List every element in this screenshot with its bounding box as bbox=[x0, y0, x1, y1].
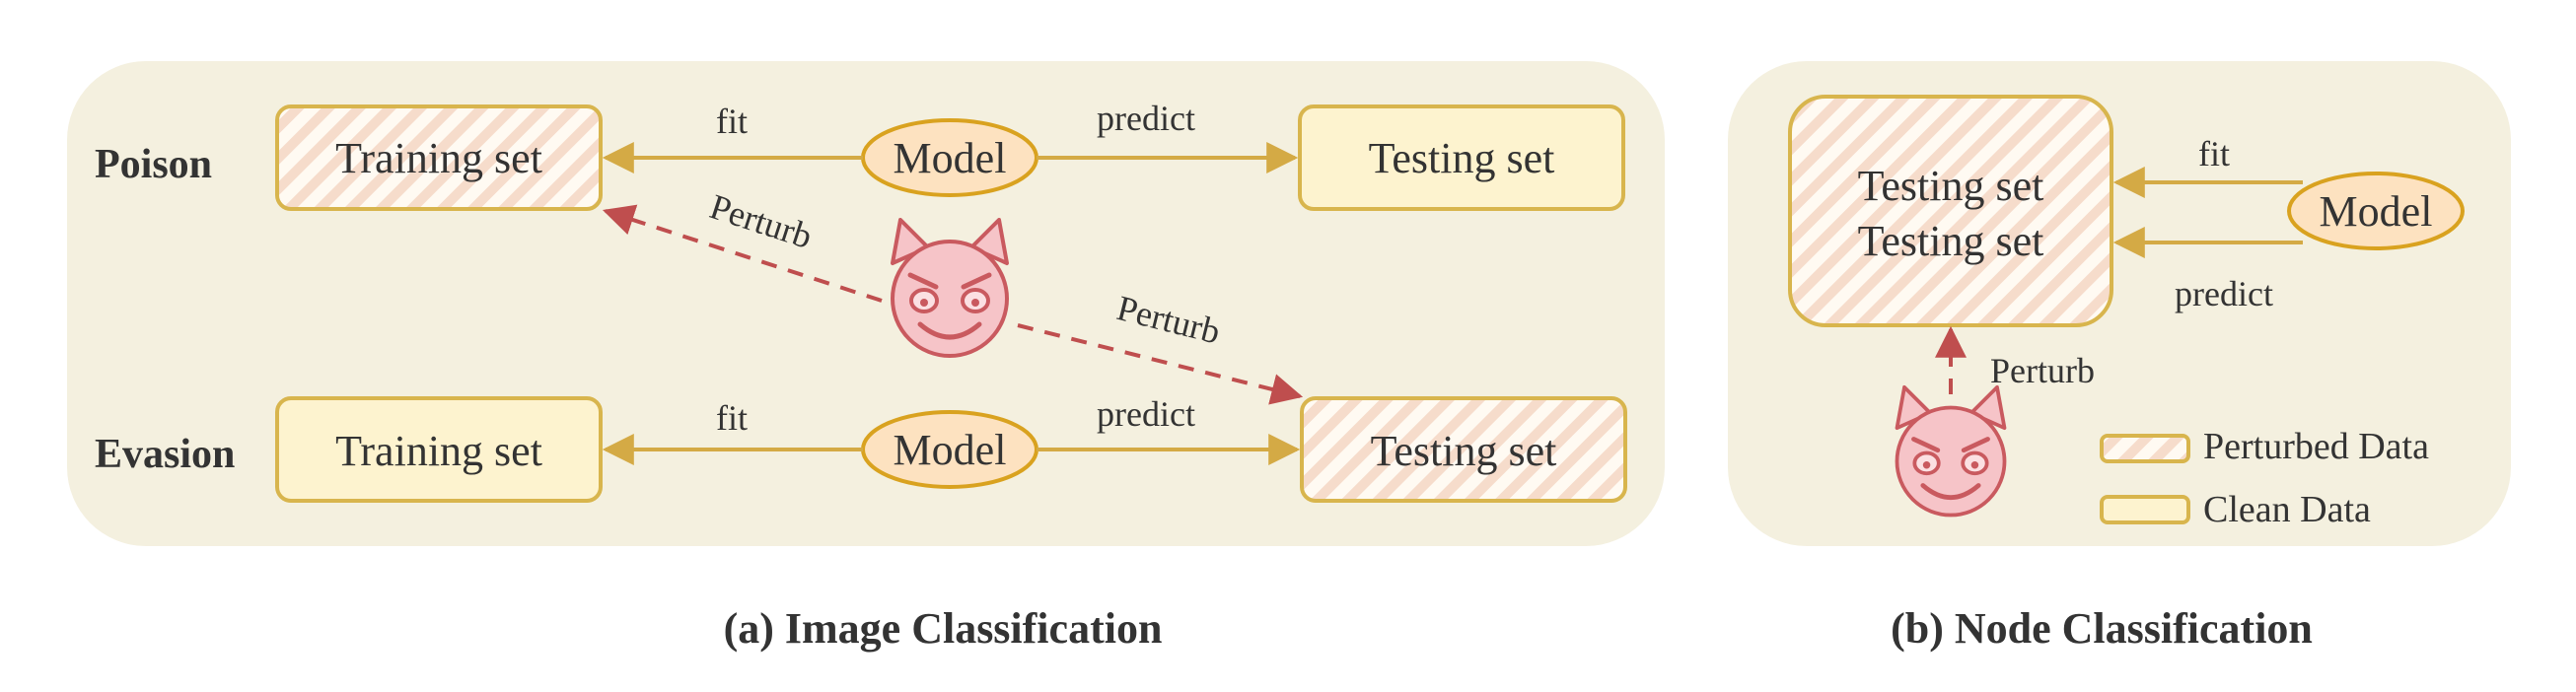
poison-model-label: Model bbox=[894, 134, 1007, 182]
poison-testing-set-label: Testing set bbox=[1369, 134, 1555, 182]
evasion-testing-set-box bbox=[1300, 396, 1627, 503]
evasion-fit-label: fit bbox=[716, 398, 748, 438]
perturb-arrow-to-testing bbox=[1017, 323, 1304, 405]
evasion-predict-label: predict bbox=[1097, 394, 1195, 434]
evasion-training-set-box bbox=[275, 396, 603, 503]
poison-training-set-label: Training set bbox=[335, 134, 542, 182]
node-testing-set-line1: Testing set bbox=[1858, 162, 2044, 210]
evasion-training-set-label: Training set bbox=[335, 427, 542, 475]
poison-predict-label: predict bbox=[1097, 99, 1195, 138]
poison-fit-label: fit bbox=[716, 102, 748, 141]
poison-testing-set-box bbox=[1298, 104, 1625, 211]
legend-label-clean: Clean Data bbox=[2203, 489, 2371, 530]
node-model-ellipse bbox=[2287, 172, 2465, 250]
perturb-arrow-to-training bbox=[602, 204, 883, 303]
legend-swatch-perturbed bbox=[2100, 434, 2190, 463]
row-label-evasion: Evasion bbox=[95, 432, 235, 477]
poison-training-set-box bbox=[275, 104, 603, 211]
legend-swatch-clean bbox=[2100, 495, 2190, 524]
node-testing-set-line2: Testing set bbox=[1858, 217, 2044, 265]
node-predict-label: predict bbox=[2175, 274, 2273, 313]
caption-a: (a) Image Classification bbox=[724, 604, 1163, 653]
devil-face-icon bbox=[1896, 387, 2004, 516]
node-model-label: Model bbox=[2320, 187, 2433, 236]
node-testing-set-box bbox=[1788, 95, 2113, 327]
evasion-testing-set-label: Testing set bbox=[1371, 427, 1557, 475]
evasion-model-label: Model bbox=[894, 426, 1007, 474]
node-perturb-label: Perturb bbox=[1990, 351, 2095, 390]
row-label-poison: Poison bbox=[95, 142, 212, 187]
caption-b: (b) Node Classification bbox=[1891, 604, 2313, 653]
node-fit-label: fit bbox=[2198, 134, 2230, 173]
legend-label-perturbed: Perturbed Data bbox=[2203, 426, 2429, 467]
devil-face-icon bbox=[893, 220, 1007, 356]
